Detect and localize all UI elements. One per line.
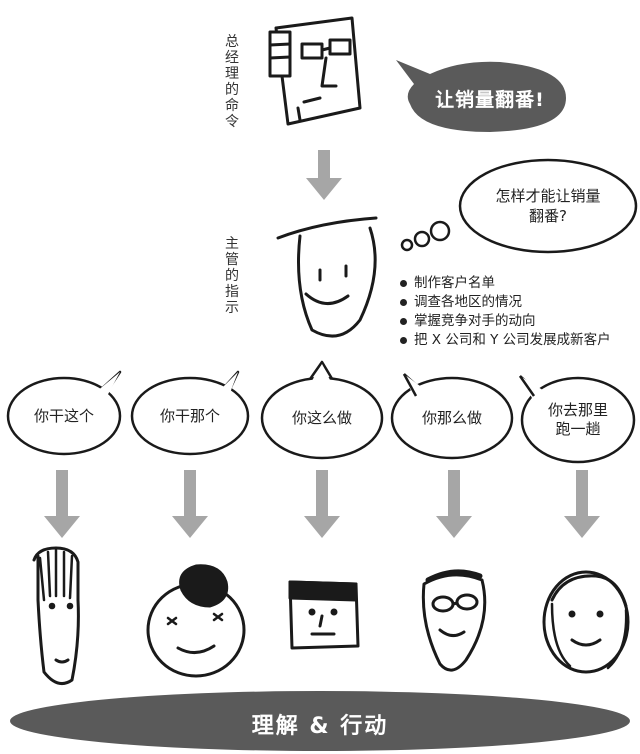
worker-face-4-icon	[421, 569, 487, 672]
speech-bubble-4-body	[390, 376, 514, 460]
manager-label: 总经理的命令	[225, 34, 239, 130]
command-bubble	[396, 60, 566, 132]
list-item: 把 X 公司和 Y 公司发展成新客户	[400, 331, 611, 350]
command-text: 让销量翻番!	[435, 89, 545, 111]
speech-text-4: 你那么做	[421, 409, 482, 427]
thought-text: 怎样才能让销量 翻番?	[472, 186, 624, 226]
speech-text-1: 你干这个	[33, 407, 94, 425]
worker-face-2-icon	[146, 564, 246, 678]
speech-text-5: 你去那里 跑一趟	[528, 401, 628, 439]
thought-line-1: 怎样才能让销量	[495, 187, 601, 205]
speech-text-3: 你这么做	[291, 409, 352, 427]
down-arrow-icon	[306, 150, 342, 200]
instruction-list: 制作客户名单 调查各地区的情况 掌握竞争对手的动向 把 X 公司和 Y 公司发展…	[400, 274, 611, 350]
thought-bubble	[400, 158, 638, 254]
manager-face-icon	[268, 16, 362, 126]
list-item: 制作客户名单	[400, 274, 611, 293]
speech-bubble-5-body	[520, 376, 636, 464]
speech-bubble-1-body	[6, 376, 122, 456]
down-arrow-icon	[436, 470, 472, 538]
down-arrow-icon	[564, 470, 600, 538]
worker-face-3-icon	[288, 580, 360, 650]
down-arrow-icon	[172, 470, 208, 538]
list-item: 掌握竞争对手的动向	[400, 312, 611, 331]
down-arrow-icon	[44, 470, 80, 538]
speech-text-5-line-1: 你去那里	[547, 401, 608, 419]
speech-text-2: 你干那个	[159, 407, 220, 425]
down-arrow-icon	[304, 470, 340, 538]
worker-face-1-icon	[32, 546, 80, 686]
bottom-banner	[10, 691, 630, 751]
bottom-banner-text: 理解 & 行动	[251, 714, 389, 739]
list-item: 调查各地区的情况	[400, 293, 611, 312]
worker-face-5-icon	[542, 570, 630, 674]
thought-line-2: 翻番?	[529, 207, 567, 225]
speech-bubble-2-body	[130, 376, 250, 456]
supervisor-face-icon	[276, 216, 378, 338]
speech-text-5-line-2: 跑一趟	[555, 420, 601, 438]
supervisor-label: 主管的指示	[225, 236, 239, 316]
